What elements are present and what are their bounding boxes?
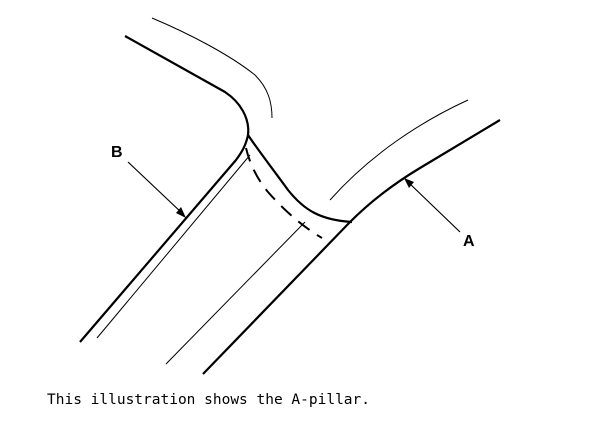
pillar-b-inner-thin-line <box>96 154 251 339</box>
pillar-b-outer-edge <box>79 134 250 343</box>
figure-caption: This illustration shows the A-pillar. <box>47 392 371 408</box>
hidden-edge-dashed-line <box>245 147 323 239</box>
label-b: B <box>111 144 123 161</box>
callout-a-leader <box>407 181 461 233</box>
callout-b-leader <box>127 161 184 215</box>
callout-b-arrowhead <box>176 207 186 218</box>
callout-a-arrowhead <box>404 178 414 188</box>
pillar-a-lower-thin-line <box>165 221 306 365</box>
label-a: A <box>463 233 475 250</box>
pillar-a-upper-thin-line <box>329 99 469 201</box>
pillar-a-outer-edge <box>202 119 501 375</box>
pillar-windshield-contour <box>247 134 353 224</box>
upper-trim-thin-line <box>151 17 273 119</box>
roof-edge-line <box>124 35 250 136</box>
